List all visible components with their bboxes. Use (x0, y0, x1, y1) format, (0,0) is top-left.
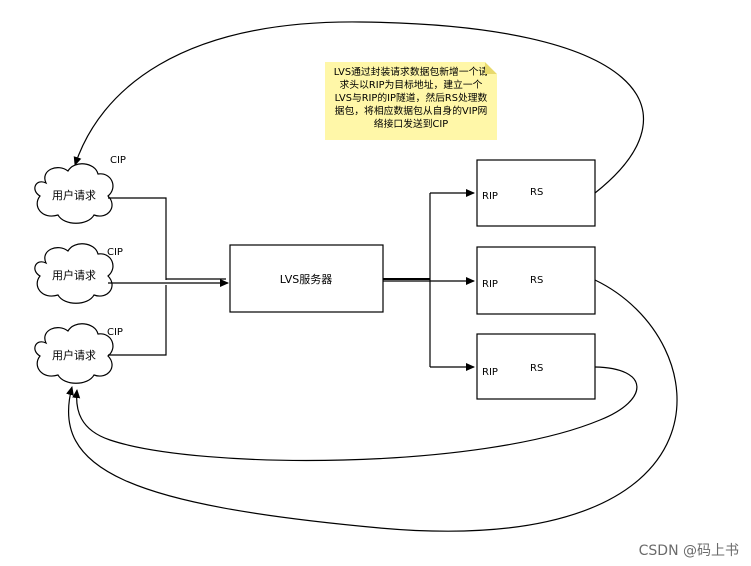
rip-label: RIP (482, 191, 498, 202)
note-fold-corner (485, 62, 497, 74)
client-label: 用户请求 (52, 188, 96, 202)
client-label: 用户请求 (52, 268, 96, 282)
client-cloud-2 (34, 243, 114, 304)
client-cloud-3 (34, 323, 114, 384)
real-server-box-3 (476, 333, 596, 400)
note-text: LVS通过封装请求数据包新增一个请求头以RIP为目标地址，建立一个LVS与RIP… (333, 67, 489, 130)
note-card: LVS通过封装请求数据包新增一个请求头以RIP为目标地址，建立一个LVS与RIP… (325, 62, 497, 140)
client-label: 用户请求 (52, 348, 96, 362)
real-server-box-1 (476, 159, 596, 227)
lvs-server-box (229, 244, 384, 313)
return-arrow-rs2-to-client3 (66, 279, 678, 532)
rs-label: RS (530, 275, 543, 286)
cip-label: CIP (107, 247, 123, 258)
real-server-box-2 (476, 246, 596, 315)
client-to-lvs-connectors (108, 197, 229, 356)
lvs-server-label: LVS服务器 (280, 273, 332, 286)
rip-label: RIP (482, 279, 498, 290)
client-cloud-1 (34, 163, 114, 224)
return-arrow-rs3-to-client3 (72, 366, 638, 462)
lvs-to-rs-connectors (383, 189, 475, 371)
rs-label: RS (530, 363, 543, 374)
watermark: CSDN @码上书 (638, 543, 739, 559)
cip-label: CIP (110, 155, 126, 166)
cip-label: CIP (107, 327, 123, 338)
return-arrow-rs1-to-client1 (73, 21, 645, 194)
rip-label: RIP (482, 367, 498, 378)
rs-label: RS (530, 187, 543, 198)
